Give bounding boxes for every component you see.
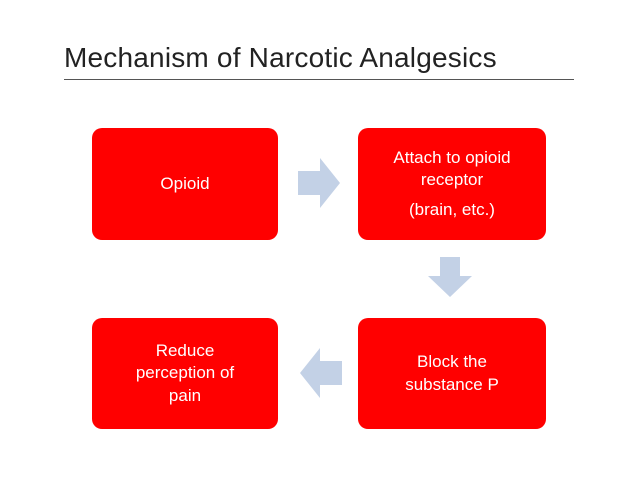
step-reduce-box: Reduce perception of pain <box>92 318 278 429</box>
step-block-line-1: Block the <box>417 352 487 372</box>
step-opioid-line-1: Opioid <box>160 173 210 193</box>
step-block-box: Block the substance P <box>358 318 546 429</box>
right-arrow-icon <box>298 158 340 208</box>
step-reduce-line-1: Reduce <box>155 341 215 361</box>
step-attach-note: (brain, etc.) <box>409 200 495 220</box>
step-attach-line-1: Attach to opioid <box>393 147 511 167</box>
slide-title: Mechanism of Narcotic Analgesics <box>64 42 497 73</box>
step-reduce-line-3: pain <box>168 385 202 405</box>
step-attach-line-2: receptor <box>420 169 484 189</box>
step-attach-box: Attach to opioid receptor (brain, etc.) <box>358 128 546 240</box>
step-block-line-2: substance P <box>405 374 499 394</box>
step-opioid-box: Opioid <box>92 128 278 240</box>
down-arrow-icon <box>428 257 472 297</box>
title-underline <box>64 79 574 80</box>
left-arrow-icon <box>300 348 342 398</box>
step-reduce-line-2: perception of <box>135 363 235 383</box>
